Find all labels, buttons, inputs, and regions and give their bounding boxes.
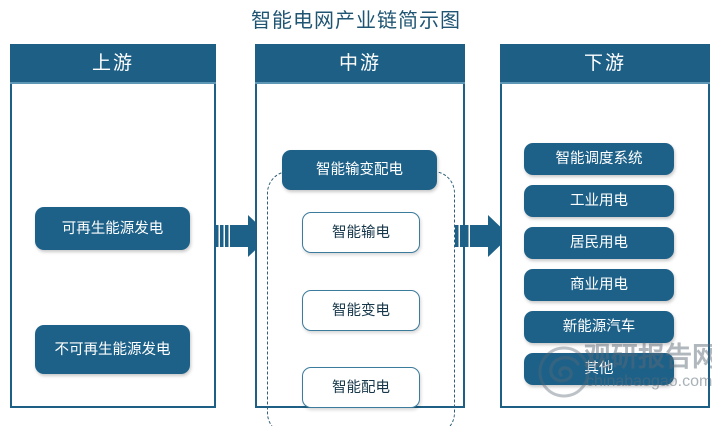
node-renewable-power[interactable]: 可再生能源发电 [35,207,190,250]
column-upstream: 上游 可再生能源发电 不可再生能源发电 [10,44,216,408]
column-downstream: 下游 智能调度系统 工业用电 居民用电 商业用电 新能源汽车 其他 [500,44,710,408]
node-smart-transmission-distribution[interactable]: 智能输变配电 [282,150,437,190]
node-new-energy-vehicles[interactable]: 新能源汽车 [524,311,674,343]
column-midstream: 中游 智能输变配电 智能输电 智能变电 智能配电 [255,44,465,426]
node-other[interactable]: 其他 [524,353,674,385]
node-nonrenewable-power[interactable]: 不可再生能源发电 [35,325,190,374]
node-smart-transmission[interactable]: 智能输电 [302,212,420,253]
column-header-upstream: 上游 [10,44,216,84]
column-body-upstream: 可再生能源发电 不可再生能源发电 [12,86,214,406]
node-industrial-power[interactable]: 工业用电 [524,185,674,217]
node-smart-substation[interactable]: 智能变电 [302,290,420,331]
page-title: 智能电网产业链简示图 [251,10,461,32]
column-header-midstream: 中游 [255,44,465,84]
arrow-upstream-to-midstream [215,214,271,258]
column-body-midstream: 智能输变配电 智能输电 智能变电 智能配电 [257,86,463,426]
arrow-midstream-to-downstream [455,214,511,258]
node-residential-power[interactable]: 居民用电 [524,227,674,259]
column-header-downstream: 下游 [500,44,710,84]
node-smart-dispatch-system[interactable]: 智能调度系统 [524,143,674,175]
node-commercial-power[interactable]: 商业用电 [524,269,674,301]
column-body-downstream: 智能调度系统 工业用电 居民用电 商业用电 新能源汽车 其他 [502,86,708,406]
node-smart-distribution[interactable]: 智能配电 [302,367,420,408]
